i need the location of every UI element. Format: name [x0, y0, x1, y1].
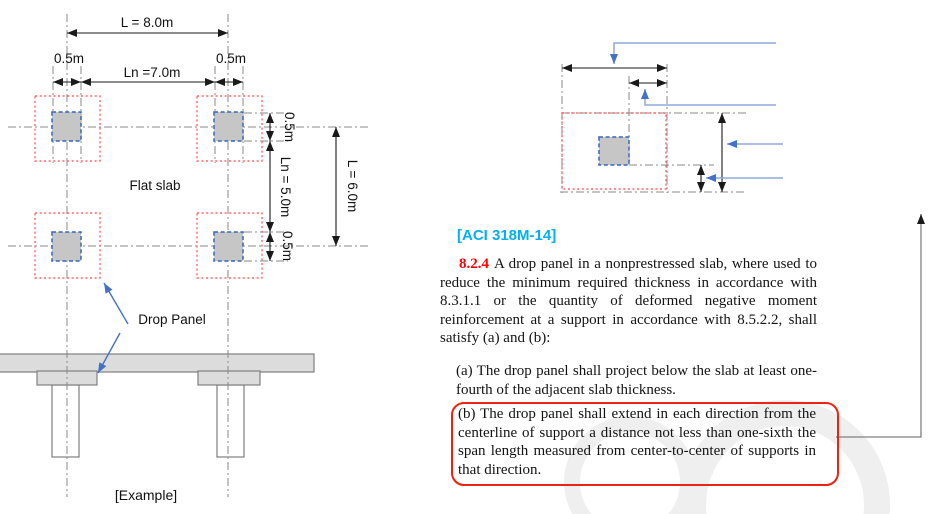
dim-label-col-top-right: 0.5m: [282, 112, 297, 142]
section-view: [0, 353, 315, 458]
clause-b-leader-arrow: [836, 214, 925, 438]
clause-text: A drop panel in a nonprestressed slab, w…: [440, 256, 817, 347]
section-column-right: [216, 384, 245, 458]
dim-label-l-top: L = 8.0m: [121, 15, 173, 30]
dim-label-ln-right: Ln = 5.0m: [278, 157, 293, 217]
drop-panel-callout-arrows: [97, 282, 129, 374]
detail-column: [598, 136, 630, 166]
column: [51, 231, 82, 262]
plan-columns: [51, 111, 244, 262]
section-column-left: [51, 384, 80, 458]
clause-number: 8.2.4: [459, 256, 489, 272]
section-drop-panel-right: [197, 370, 261, 386]
drop-panel-label: Drop Panel: [138, 312, 206, 327]
drop-panel-outline: [196, 212, 263, 279]
detail-dimensions: [562, 64, 726, 192]
clause-item-b-highlight-box: (b) The drop panel shall extend in each …: [451, 402, 839, 486]
drop-panel-outlines: [34, 95, 263, 279]
detail-drop-panel-outline: [561, 112, 667, 190]
watermark: [564, 400, 890, 514]
section-slab: [0, 353, 315, 373]
column: [51, 111, 82, 142]
plan-view: L = 8.0m 0.5m 0.5m Ln =7.0m 0.5m Ln = 5.…: [0, 14, 368, 503]
drop-panel-outline: [34, 212, 101, 279]
dim-label-col-left: 0.5m: [54, 51, 84, 66]
dim-label-ln-top: Ln =7.0m: [124, 65, 181, 80]
column: [213, 111, 244, 142]
clause-item-a: (a) The drop panel shall project below t…: [456, 362, 817, 398]
dim-label-l-right: L = 6.0m: [345, 160, 360, 212]
dim-label-col-bottom-right: 0.5m: [280, 231, 295, 261]
drop-panel-outline: [34, 95, 101, 162]
clause-item-b: (b) The drop panel shall extend in each …: [458, 406, 816, 478]
detail-view: [560, 42, 783, 193]
column: [213, 231, 244, 262]
flat-slab-label: Flat slab: [129, 178, 180, 193]
code-reference-heading: [ACI 318M-14]: [457, 227, 557, 244]
drop-panel-outline: [196, 95, 263, 162]
dim-label-col-right: 0.5m: [216, 51, 246, 66]
detail-leader-lines: [610, 42, 783, 182]
plan-dimensions: [53, 29, 340, 261]
example-label: [Example]: [115, 487, 177, 503]
